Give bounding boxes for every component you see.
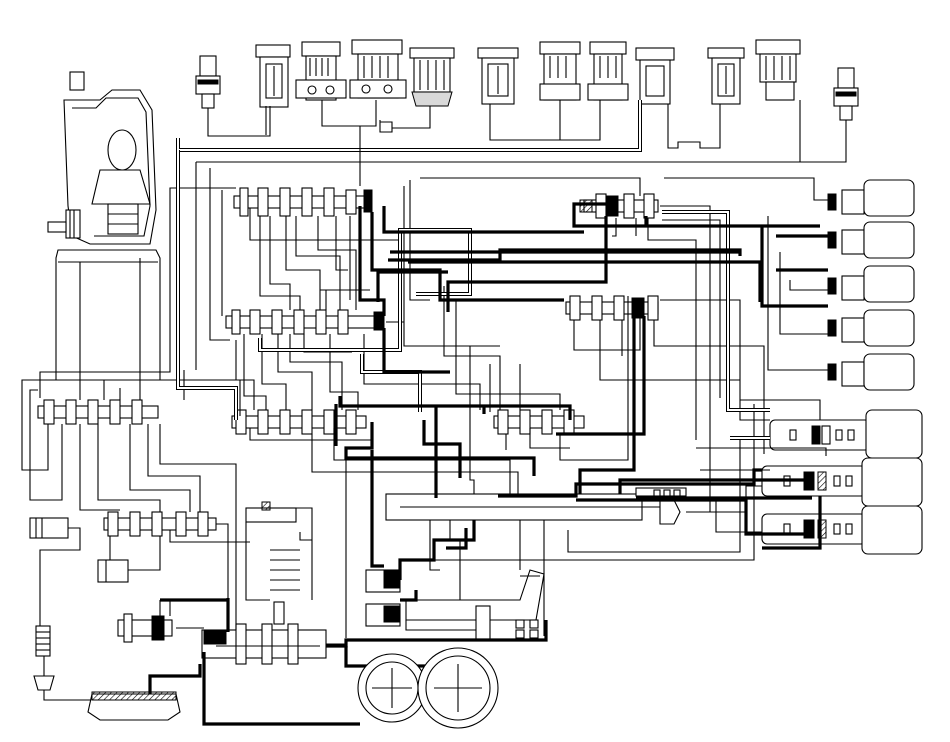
solenoid-5 (827, 353, 915, 391)
servo-assembly-center (365, 569, 545, 641)
actuator-4 (409, 47, 455, 107)
pressure-sensor-left (195, 55, 221, 120)
top-collector-lines (176, 100, 847, 370)
large-solenoid-1 (769, 409, 923, 459)
oil-pan (33, 625, 181, 721)
top-actuator-row (195, 39, 859, 135)
spool-valve-upper-left (233, 187, 373, 217)
right-solenoid-bank (827, 179, 915, 391)
accumulator-stack (245, 501, 300, 591)
solenoid-3 (827, 265, 915, 303)
actuator-8 (635, 47, 675, 105)
pressure-sensor-right (833, 67, 859, 121)
torque-converter (47, 71, 161, 381)
thick-hydraulic-lines (148, 202, 828, 726)
spool-valve-lower-right (493, 409, 585, 435)
spool-valve-bottom-left (117, 613, 173, 643)
spool-valve-lower-left (231, 409, 367, 435)
actuator-7 (587, 41, 629, 101)
actuator-9 (707, 47, 745, 105)
actuator-10 (755, 39, 801, 101)
spool-valve-upper-right (579, 193, 659, 219)
spool-valve-mid-left (225, 309, 385, 335)
large-solenoid-3 (761, 505, 923, 555)
actuator-2 (295, 41, 347, 101)
right-large-solenoids (761, 409, 923, 555)
pump-right (417, 647, 499, 729)
spool-valve-bottom-center (201, 601, 327, 665)
solenoid-1 (827, 179, 915, 217)
thin-hydraulic-lines (21, 168, 828, 701)
actuator-1 (255, 44, 291, 135)
spool-valve-left-lower (103, 511, 217, 537)
solenoid-2 (827, 221, 915, 259)
spool-valve-left-main (37, 399, 159, 425)
actuator-3 (349, 39, 407, 99)
solenoid-4 (827, 309, 915, 347)
manual-valve-center (385, 487, 687, 525)
actuator-6 (539, 41, 581, 101)
actuator-5 (477, 47, 519, 105)
relief-valve-left (29, 517, 129, 583)
pump-left (357, 653, 427, 723)
